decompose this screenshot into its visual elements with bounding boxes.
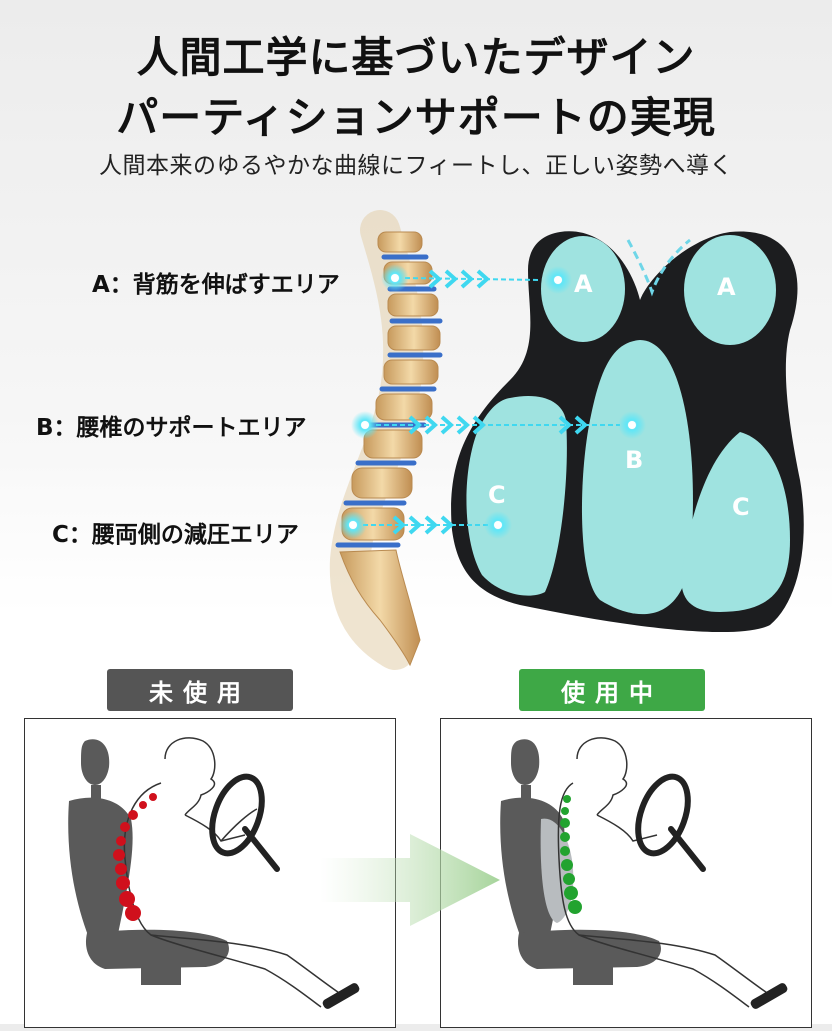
- driver-with-cushion: [500, 737, 788, 1009]
- zone-label-c: C：腰両側の減圧エリア: [52, 522, 299, 548]
- driver-without-cushion: [68, 737, 360, 1009]
- after-caption: 使用中: [519, 669, 705, 711]
- arrow-c: [339, 511, 512, 539]
- cushion-in-seat: [540, 818, 574, 923]
- after-panel: [440, 718, 812, 1028]
- arrow-b: [351, 411, 646, 439]
- before-panel: [24, 718, 396, 1028]
- letter-c-right: C: [732, 493, 750, 521]
- transition-arrow-icon: [320, 834, 500, 926]
- before-caption: 未使用: [107, 669, 293, 711]
- arrow-a: [381, 264, 572, 294]
- letter-a-left: A: [574, 270, 593, 298]
- title-line-1: 人間工学に基づいたデザイン: [136, 33, 696, 82]
- zone-label-b: B：腰椎のサポートエリア: [36, 415, 307, 441]
- letter-c-left: C: [488, 481, 506, 509]
- straight-spine-dots: [560, 795, 582, 914]
- spine-graphic: [329, 210, 443, 670]
- letter-a-right: A: [717, 273, 736, 301]
- title-line-2: パーティションサポートの実現: [116, 93, 716, 142]
- letter-b: B: [625, 446, 643, 474]
- connector-arrows: [339, 264, 646, 539]
- zone-label-a: A：背筋を伸ばすエリア: [92, 272, 340, 298]
- subtitle: 人間本来のゆるやかな曲線にフィートし、正しい姿勢へ導く: [98, 153, 734, 179]
- cushion-illustration: A A B C C: [329, 210, 804, 670]
- curved-spine-dots: [113, 793, 157, 921]
